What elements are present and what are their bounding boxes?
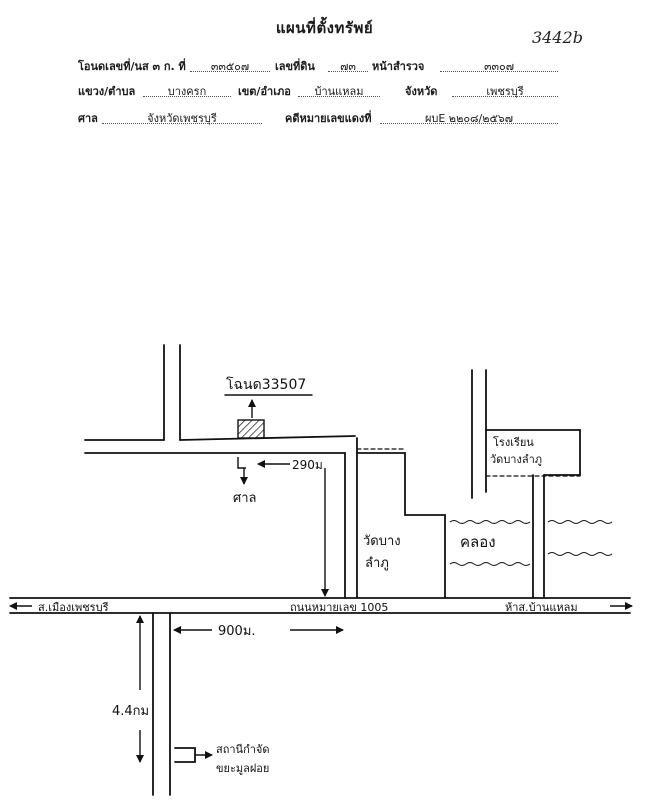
subdistrict-value: บางครก [143,82,231,98]
shrine-label: ศาล [233,491,257,506]
shrine-arrow-stem [237,457,246,469]
school-label-line2: วัดบางลำภู [490,453,542,466]
distance-290-label: 290ม [292,458,323,472]
deed-number-value: ๓๓๕๐๗ [190,57,270,73]
land-number-label: เลขที่ดิน [275,60,315,73]
temple-boundary [356,452,446,599]
district-label: เขต/อำเภอ [238,85,291,98]
school-label-line1: โรงเรียน [493,435,534,449]
deed-map-label: โฉนด33507 [226,376,306,393]
temple-label-line2: ลำภู [365,556,389,571]
form-row-court: ศาล จังหวัดเพชรบุรี คดีหมายเลขแดงที่ ผบE… [0,109,649,127]
province-value: เพชรบุรี [452,82,558,98]
temple-label-line1: วัดบาง [363,534,401,549]
form-row-location: แขวง/ตำบล บางครก เขต/อำเภอ บ้านแหลม จังห… [0,82,649,100]
road-name-label: ถนนหมายเลข 1005 [290,601,388,614]
deed-number-label: โอนดเลขที่/นส ๓ ก. ที่ [78,60,186,73]
document-number: 3442b [532,28,583,47]
court-label: ศาล [78,112,98,125]
canal-wave-4 [449,562,531,566]
survey-page-value: ๓๓๐๗ [440,57,558,73]
station-label-line1: สถานีกำจัด [216,743,270,756]
document-title: แผนที่ตั้งทรัพย์ [275,19,374,37]
upper-road-top-edge-2 [179,435,356,441]
left-direction-label: ส.เมืองเพชรบุรี [38,601,109,614]
court-value: จังหวัดเพชรบุรี [102,109,262,125]
case-number-value: ผบE ๒๒๐๘/๒๕๖๗ [380,109,558,125]
right-direction-label: ห้าส.บ้านแหลม [505,601,578,614]
case-number-label: คดีหมายเลขแดงที่ [285,112,372,125]
canal-wave-1 [449,520,531,524]
district-value: บ้านแหลม [298,82,380,98]
subdistrict-label: แขวง/ตำบล [78,85,136,98]
school-boundary [485,429,581,476]
property-plot [237,419,265,439]
canal-wave-3 [547,552,613,556]
distance-900-label: 900ม. [218,624,256,639]
survey-page-label: หน้าสำรวจ [372,60,425,73]
vertical-distance-label: 4.4กม [112,704,149,719]
form-row-deed: โอนดเลขที่/นส ๓ ก. ที่ ๓๓๕๐๗ เลขที่ดิน ๗… [0,57,649,75]
station-box [174,747,196,763]
land-number-value: ๗๓ [328,57,368,73]
canal-waves [449,520,613,566]
province-label: จังหวัด [405,85,438,98]
station-label-line2: ขยะมูลฝอย [216,762,269,775]
canal-label: คลอง [460,533,496,551]
canal-wave-2 [547,520,613,524]
